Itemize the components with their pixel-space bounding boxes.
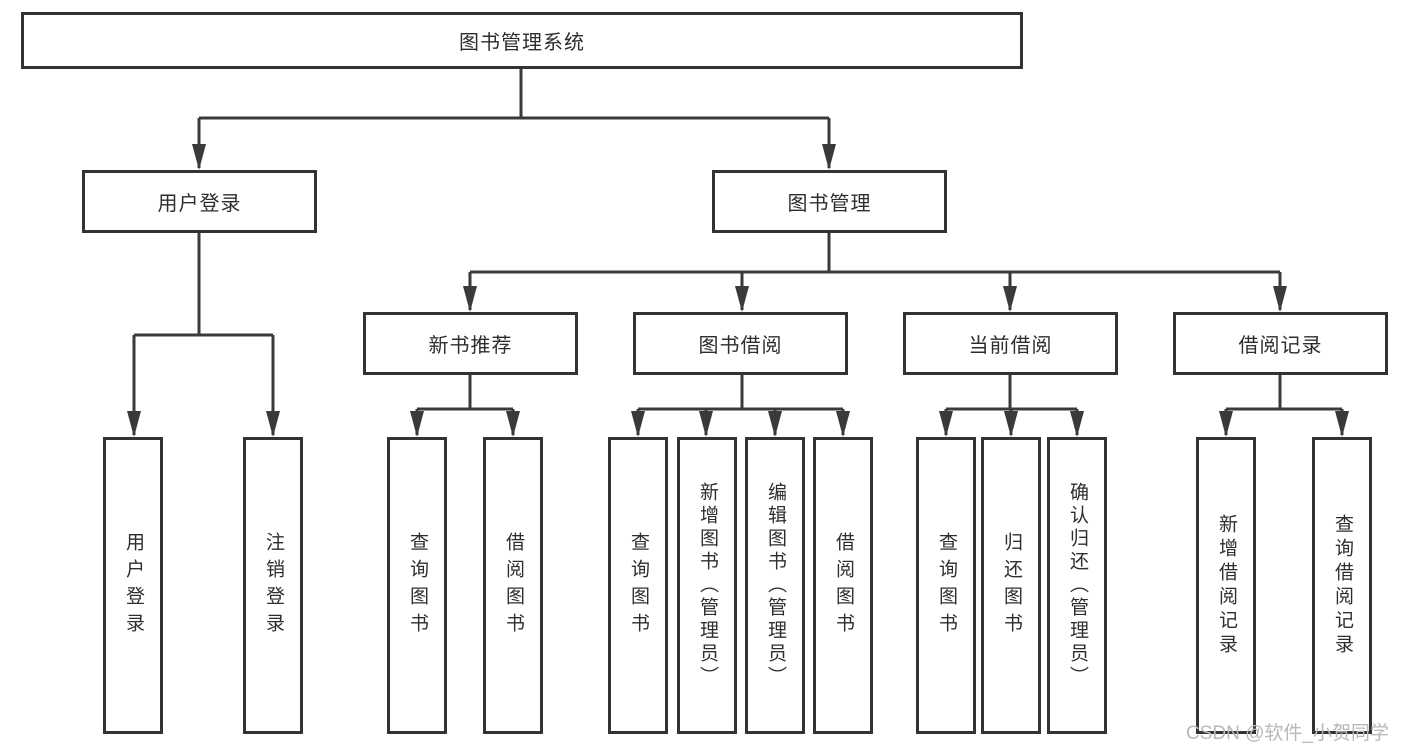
leaf-node-confirm-return-admin: 确认归还（管理员） [1047, 437, 1107, 734]
node-label: 查询图书 [936, 531, 957, 640]
node-new-book-recommendation: 新书推荐 [363, 312, 578, 375]
node-label: 图书管理 [787, 193, 872, 215]
node-label: 新书推荐 [428, 335, 513, 357]
node-label: 新增借阅记录 [1216, 513, 1237, 658]
leaf-node-query-books-borrowing: 查询图书 [608, 437, 668, 734]
leaf-node-borrow-books: 借阅图书 [813, 437, 873, 734]
node-label: 确认归还（管理员） [1067, 482, 1088, 689]
node-label: 查询图书 [407, 531, 428, 640]
node-label: 归还图书 [1001, 531, 1022, 640]
node-label: 借阅图书 [503, 531, 524, 640]
node-root-library-system: 图书管理系统 [21, 12, 1023, 69]
csdn-watermark: CSDN @软件_小贺同学 [1186, 723, 1389, 744]
node-label: 借阅记录 [1238, 335, 1323, 357]
node-label: 图书管理系统 [459, 32, 585, 54]
leaf-node-borrow-books-recommend: 借阅图书 [483, 437, 543, 734]
node-label: 借阅图书 [833, 531, 854, 640]
leaf-node-edit-books-admin: 编辑图书（管理员） [745, 437, 805, 734]
node-label: 图书借阅 [698, 335, 783, 357]
arrowheads [127, 144, 1349, 437]
node-label: 查询借阅记录 [1332, 513, 1353, 658]
node-label: 编辑图书（管理员） [765, 482, 786, 689]
node-label: 新增图书（管理员） [697, 482, 718, 689]
node-label: 注销登录 [263, 531, 284, 640]
node-borrowing-records: 借阅记录 [1173, 312, 1388, 375]
node-book-borrowing: 图书借阅 [633, 312, 848, 375]
node-label: 当前借阅 [968, 335, 1053, 357]
leaf-node-add-borrow-record: 新增借阅记录 [1196, 437, 1256, 734]
node-user-login: 用户登录 [82, 170, 317, 233]
leaf-node-query-borrow-record: 查询借阅记录 [1312, 437, 1372, 734]
node-label: 查询图书 [628, 531, 649, 640]
leaf-node-add-books-admin: 新增图书（管理员） [677, 437, 737, 734]
leaf-node-query-books-current: 查询图书 [916, 437, 976, 734]
node-label: 用户登录 [157, 193, 242, 215]
leaf-node-user-login: 用户登录 [103, 437, 163, 734]
node-label: 用户登录 [123, 531, 144, 640]
leaf-node-logout: 注销登录 [243, 437, 303, 734]
node-current-borrowing: 当前借阅 [903, 312, 1118, 375]
leaf-node-query-books-recommend: 查询图书 [387, 437, 447, 734]
node-book-management: 图书管理 [712, 170, 947, 233]
leaf-node-return-books: 归还图书 [981, 437, 1041, 734]
